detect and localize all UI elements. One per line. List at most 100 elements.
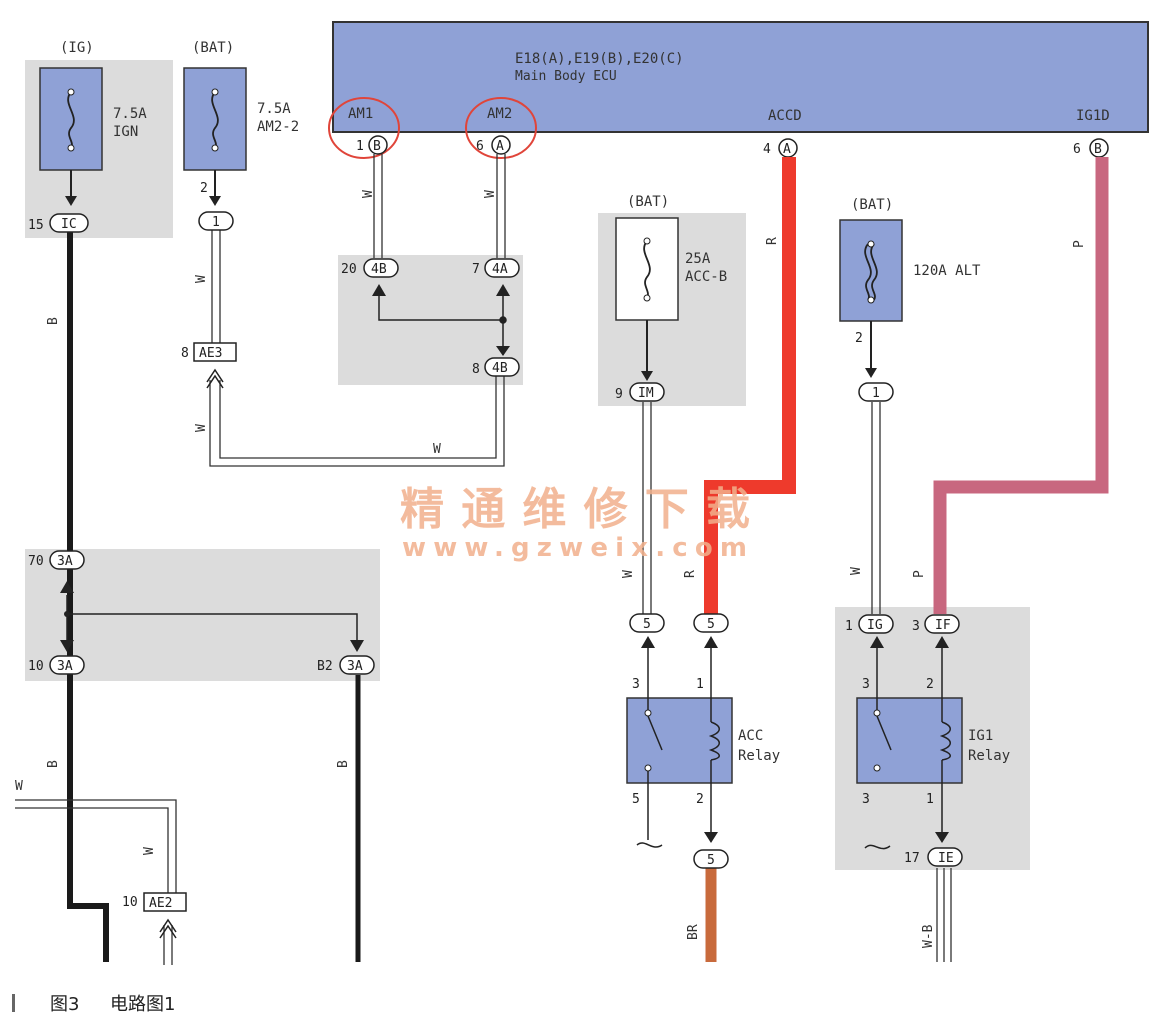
wire-label-w-ae3: W xyxy=(194,424,209,432)
relay-arrows xyxy=(641,636,949,843)
conn-if-id: IF xyxy=(935,618,951,633)
ig1-relay-pin-tr: 2 xyxy=(926,677,934,692)
wire-label-r-1: R xyxy=(765,237,780,245)
am2-conn-letter: A xyxy=(496,139,504,154)
watermark: 精通维修下载 www.gzweix.com xyxy=(400,484,750,563)
fuse-acc-b-rating: 25A xyxy=(685,251,711,267)
fuse-alt: (BAT) 2 120A ALT xyxy=(839,197,981,378)
fuse-ign-rating: 7.5A xyxy=(113,106,147,122)
conn-5a-id: 5 xyxy=(643,617,651,632)
wire-w-double xyxy=(15,154,952,965)
conn-ae2-num: 10 xyxy=(122,895,138,910)
conn-4a-7-id: 4A xyxy=(492,262,508,277)
shade-junction-3 xyxy=(25,549,380,681)
junction-4-internal xyxy=(378,288,507,355)
connector-pills: 15 IC 1 8 AE3 20 4B 7 4A 8 4B 9 IM 1 xyxy=(28,211,963,939)
accd-conn-letter: A xyxy=(783,142,791,157)
wire-label-p-1: P xyxy=(1072,240,1087,248)
fuse-am2-2-name: AM2-2 xyxy=(257,119,299,135)
conn-3a-70-num: 70 xyxy=(28,554,44,569)
conn-4b-8-num: 8 xyxy=(472,362,480,377)
ecu-pin-am2-label: AM2 xyxy=(487,106,512,122)
conn-3a-10-id: 3A xyxy=(57,659,73,674)
ecu-pin-accd-label: ACCD xyxy=(768,108,802,124)
conn-4b-20-num: 20 xyxy=(341,262,357,277)
acc-relay-pin-br: 2 xyxy=(696,792,704,807)
watermark-cn: 精通维修下载 xyxy=(400,484,750,535)
conn-ig-id: IG xyxy=(867,618,883,633)
conn-im-id: IM xyxy=(638,386,654,401)
fuse-am2-2-source: (BAT) xyxy=(192,40,234,56)
fuse-ign-source: (IG) xyxy=(60,40,94,56)
wire-label-w-ae2-side: W xyxy=(15,779,23,794)
figure-caption: 图3 电路图1 xyxy=(12,994,175,1015)
fuse-ign-name: IGN xyxy=(113,124,138,140)
conn-ae3-id: AE3 xyxy=(199,346,222,361)
conn-3a-10-num: 10 xyxy=(28,659,44,674)
conn-3a-b2-num: B2 xyxy=(317,659,333,674)
acc-relay-pin-bl: 5 xyxy=(632,792,640,807)
watermark-url: www.gzweix.com xyxy=(402,533,747,563)
ecu-pin-ig1d-label: IG1D xyxy=(1076,108,1110,124)
wire-label-w-am1: W xyxy=(361,190,376,198)
wire-label-b-1: B xyxy=(46,317,61,325)
conn-ie-id: IE xyxy=(938,851,954,866)
ig1-relay-label-2: Relay xyxy=(968,748,1010,764)
fuse-ign: (IG) 7.5A IGN xyxy=(39,40,147,206)
highlight-am1 xyxy=(328,97,400,159)
ig1-relay-pin-bl: 3 xyxy=(862,792,870,807)
ig1-relay: 3 2 3 1 IG1 Relay xyxy=(856,648,1010,850)
conn-ic-id: IC xyxy=(61,217,77,232)
ecu-pin-am1-label: AM1 xyxy=(348,106,373,122)
ig1-relay-label-1: IG1 xyxy=(968,728,993,744)
ecu-title-line1: E18(A),E19(B),E20(C) xyxy=(515,51,684,67)
wire-color-labels: B B B W W W W W W W W W R R P P BR W-B xyxy=(15,190,1087,948)
fuse-am2-2: (BAT) 2 7.5A AM2-2 xyxy=(183,40,299,206)
acc-relay-label-2: Relay xyxy=(738,748,780,764)
acc-relay-pin-tl: 3 xyxy=(632,677,640,692)
conn-if-num: 3 xyxy=(912,619,920,634)
acc-relay: 3 1 5 2 ACC Relay xyxy=(626,648,780,848)
main-body-ecu: E18(A),E19(B),E20(C) Main Body ECU AM1 A… xyxy=(332,21,1149,133)
junction-3-internal xyxy=(64,595,358,640)
acc-relay-pin-tr: 1 xyxy=(696,677,704,692)
conn-5c-id: 5 xyxy=(707,853,715,868)
fuse-acc-b-name: ACC-B xyxy=(685,269,727,285)
ig1-relay-pin-tl: 3 xyxy=(862,677,870,692)
fuse-alt-pin: 2 xyxy=(855,331,863,346)
wire-label-r-2: R xyxy=(683,570,698,578)
conn-4a-7-num: 7 xyxy=(472,262,480,277)
ig1d-pin-number: 6 xyxy=(1073,142,1081,157)
fuse-acc-b-source: (BAT) xyxy=(627,194,669,210)
fuse-am2-2-rating: 7.5A xyxy=(257,101,291,117)
wire-label-b-2: B xyxy=(46,760,61,768)
wire-label-w-am22: W xyxy=(194,275,209,283)
ecu-pin-connectors: 1 B 6 A 4 A 6 B xyxy=(356,135,1109,158)
wire-label-wb: W-B xyxy=(921,924,936,948)
caption-fig: 图3 xyxy=(50,994,79,1015)
conn-1b-id: 1 xyxy=(872,386,880,401)
fuse-alt-source: (BAT) xyxy=(851,197,893,213)
fuse-alt-rating: 120A ALT xyxy=(913,263,981,279)
conn-ae3-num: 8 xyxy=(181,346,189,361)
conn-5b-id: 5 xyxy=(707,617,715,632)
wire-label-br: BR xyxy=(686,924,701,940)
ecu-title-line2: Main Body ECU xyxy=(515,69,617,84)
caption-title: 电路图1 xyxy=(110,994,175,1015)
conn-ae2-id: AE2 xyxy=(149,896,172,911)
conn-ie-num: 17 xyxy=(904,851,920,866)
accd-pin-number: 4 xyxy=(763,142,771,157)
wire-label-w-alt: W xyxy=(849,567,864,575)
wire-label-b-3: B xyxy=(336,760,351,768)
wire-label-w-am2: W xyxy=(483,190,498,198)
conn-3a-b2-id: 3A xyxy=(347,659,363,674)
wire-p xyxy=(933,157,1109,614)
am1-pin-number: 1 xyxy=(356,139,364,154)
conn-ic-num: 15 xyxy=(28,218,44,233)
highlight-am2 xyxy=(465,97,537,159)
wire-label-w-ae2: W xyxy=(142,847,157,855)
ig1-relay-pin-br: 1 xyxy=(926,792,934,807)
wire-label-p-2: P xyxy=(912,570,927,578)
acc-relay-label-1: ACC xyxy=(738,728,763,744)
